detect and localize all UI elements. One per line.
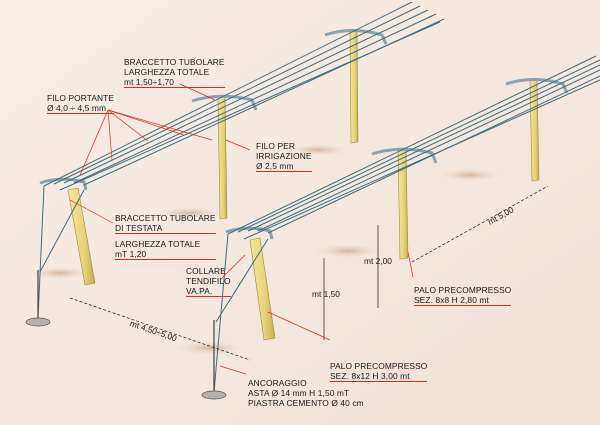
- label-line: BRACCETTO TUBOLARE: [124, 57, 225, 67]
- ground-shadow: [28, 267, 92, 279]
- pole: [67, 187, 96, 286]
- label-palo-precompresso-small: PALO PRECOMPRESSO SEZ. 8x8 H 2,80 mt: [414, 285, 512, 306]
- label-collare: COLLARE TENDIFILO VA.PA.: [186, 266, 231, 297]
- label-line: PALO PRECOMPRESSO: [330, 361, 428, 371]
- anchor-cable: [213, 233, 229, 393]
- label-line: SEZ. 8x8 H 2,80 mt: [414, 295, 512, 306]
- row-2-structure: [201, 55, 600, 400]
- label-line: LARGHEZZA TOTALE: [115, 239, 201, 249]
- label-line: VA.PA.: [186, 286, 231, 297]
- ground-shadow: [438, 169, 502, 181]
- crossbar-tube: [505, 78, 569, 94]
- label-line: DI TESTATA: [115, 223, 216, 234]
- anchor-plate: [25, 317, 51, 327]
- leader-lines: [69, 83, 414, 375]
- label-line: PIASTRA CEMENTO Ø 40 cm: [248, 398, 364, 408]
- label-line: SEZ. 8x12 H 3,00 mt: [330, 371, 428, 382]
- head-crossbar-tube: [225, 226, 274, 240]
- label-line: PALO PRECOMPRESSO: [414, 285, 512, 295]
- label-line: TENDIFILO: [186, 276, 231, 286]
- label-filo-irrigazione: FILO PER IRRIGAZIONE Ø 2,5 mm: [256, 141, 312, 172]
- label-line: FILO PORTANTE: [47, 93, 115, 103]
- pole: [249, 237, 276, 341]
- crossbar-tube: [371, 147, 438, 164]
- ground-shadow: [314, 244, 382, 258]
- label-line: mT 1,20: [115, 249, 216, 260]
- anchor-plate: [201, 390, 227, 400]
- wires: [43, 1, 445, 191]
- dimension-height-wire: mt 1,50: [312, 289, 340, 299]
- dimension-height-total: mt 2,00: [364, 256, 392, 266]
- ground-shadow: [176, 341, 244, 355]
- wires: [227, 55, 600, 240]
- label-line: mt 1,50÷1,70: [124, 77, 225, 88]
- anchor-cable: [215, 238, 269, 323]
- label-ancoraggio: ANCORAGGIO ASTA Ø 14 mm H 1,50 mT PIASTR…: [248, 378, 364, 408]
- label-line: BRACCETTO TUBOLARE: [115, 213, 216, 223]
- label-line: FILO PER: [256, 141, 295, 151]
- label-braccetto-tubolare: BRACCETTO TUBOLARE LARGHEZZA TOTALE mt 1…: [124, 57, 225, 88]
- ground-shadows: [28, 144, 502, 355]
- label-braccetto-testata: BRACCETTO TUBOLARE DI TESTATA LARGHEZZA …: [115, 213, 216, 260]
- label-line: ANCORAGGIO: [248, 378, 307, 388]
- ground-shadow: [158, 207, 222, 219]
- label-line: ASTA Ø 14 mm H 1,50 mT: [248, 388, 350, 398]
- label-line: Ø 4,0 ÷ 4,5 mm: [47, 103, 115, 114]
- label-palo-precompresso-large: PALO PRECOMPRESSO SEZ. 8x12 H 3,00 mt: [330, 361, 428, 382]
- label-line: COLLARE: [186, 266, 226, 276]
- crossbar-tube: [324, 29, 388, 45]
- label-line: IRRIGAZIONE: [256, 151, 312, 161]
- label-line: LARGHEZZA TOTALE: [124, 67, 210, 77]
- anchor-cable: [37, 185, 45, 319]
- ground-shadow: [286, 144, 350, 156]
- dimension-lines: [69, 185, 549, 361]
- label-line: Ø 2,5 mm: [256, 161, 312, 172]
- label-filo-portante: FILO PORTANTE Ø 4,0 ÷ 4,5 mm: [47, 93, 115, 114]
